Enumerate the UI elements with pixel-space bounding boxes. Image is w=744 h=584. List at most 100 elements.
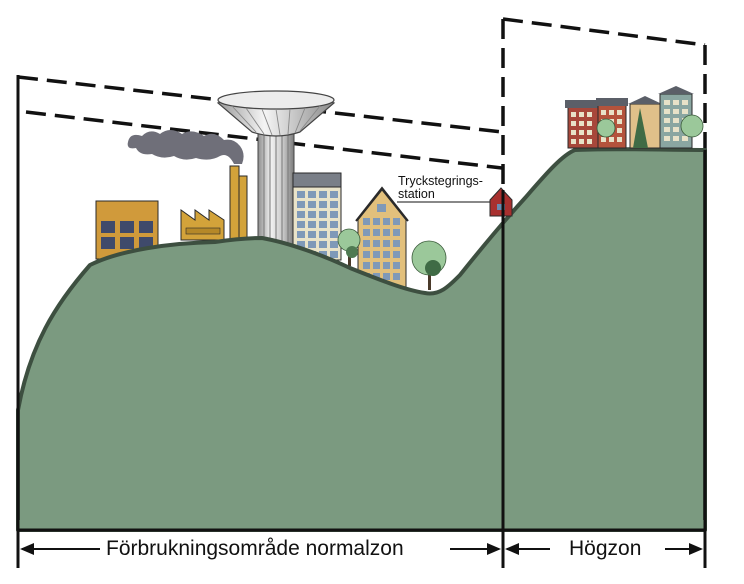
tree [337,228,361,266]
window [393,273,400,280]
window [601,137,606,142]
window [373,262,380,269]
window [308,211,316,218]
tree [411,240,447,290]
window [682,109,688,114]
window [383,218,390,225]
station-label-line1: Tryckstegrings- [398,174,483,188]
window [363,218,370,225]
window [682,136,688,141]
window [363,262,370,269]
window [673,109,679,114]
window [373,218,380,225]
window [393,218,400,225]
window [363,240,370,247]
window [682,100,688,105]
window [383,251,390,258]
window [587,130,592,135]
window [664,100,670,105]
window [617,110,622,115]
high-zone-label: Högzon [563,537,648,561]
window [673,100,679,105]
window [373,229,380,236]
window [373,240,380,247]
window [297,201,305,208]
window [383,240,390,247]
window [571,112,576,117]
window [579,130,584,135]
window [330,241,338,248]
window [601,110,606,115]
factory [180,165,248,241]
hill-base [18,520,705,530]
window [383,262,390,269]
window [308,231,316,238]
window [664,136,670,141]
window [308,201,316,208]
window [330,231,338,238]
window [297,211,305,218]
window [330,211,338,218]
window [308,191,316,198]
hill [16,147,707,532]
window [617,119,622,124]
window [330,191,338,198]
window [571,121,576,126]
window [579,121,584,126]
window [617,128,622,133]
window [319,221,327,228]
high-zone-dimension-arrow [505,543,703,555]
window [319,191,327,198]
window [383,273,390,280]
high-zone-buildings [565,86,704,149]
window [319,201,327,208]
window [609,137,614,142]
window [579,112,584,117]
gabled-house [355,186,409,291]
window [297,241,305,248]
window [297,191,305,198]
window [297,221,305,228]
window [617,137,622,142]
window [319,211,327,218]
high-zone-pressure-line [502,17,706,47]
window [319,241,327,248]
window [664,118,670,123]
window [664,109,670,114]
window [393,251,400,258]
window [319,231,327,238]
window [297,231,305,238]
window [363,229,370,236]
station-label-line2: station [398,187,435,201]
window [373,251,380,258]
window [330,251,338,258]
window [383,229,390,236]
window [330,221,338,228]
window [308,241,316,248]
window [393,262,400,269]
water-tower [216,90,336,247]
window [673,118,679,123]
window [308,221,316,228]
window [571,139,576,144]
window [609,110,614,115]
window [664,127,670,132]
apartment-tower [292,172,342,261]
window [330,201,338,208]
window [393,229,400,236]
window [579,139,584,144]
window [673,127,679,132]
window [673,136,679,141]
chimney-smoke [127,130,244,164]
normal-zone-dimension-arrow [20,543,501,555]
normal-zone-label: Förbrukningsområde normalzon [100,537,410,561]
window [571,130,576,135]
window [587,139,592,144]
pressure-boosting-station-label: Tryckstegrings- station [398,175,483,201]
window [363,251,370,258]
pressure-boosting-station [397,187,513,217]
window [393,240,400,247]
frame [16,75,707,568]
window [587,121,592,126]
